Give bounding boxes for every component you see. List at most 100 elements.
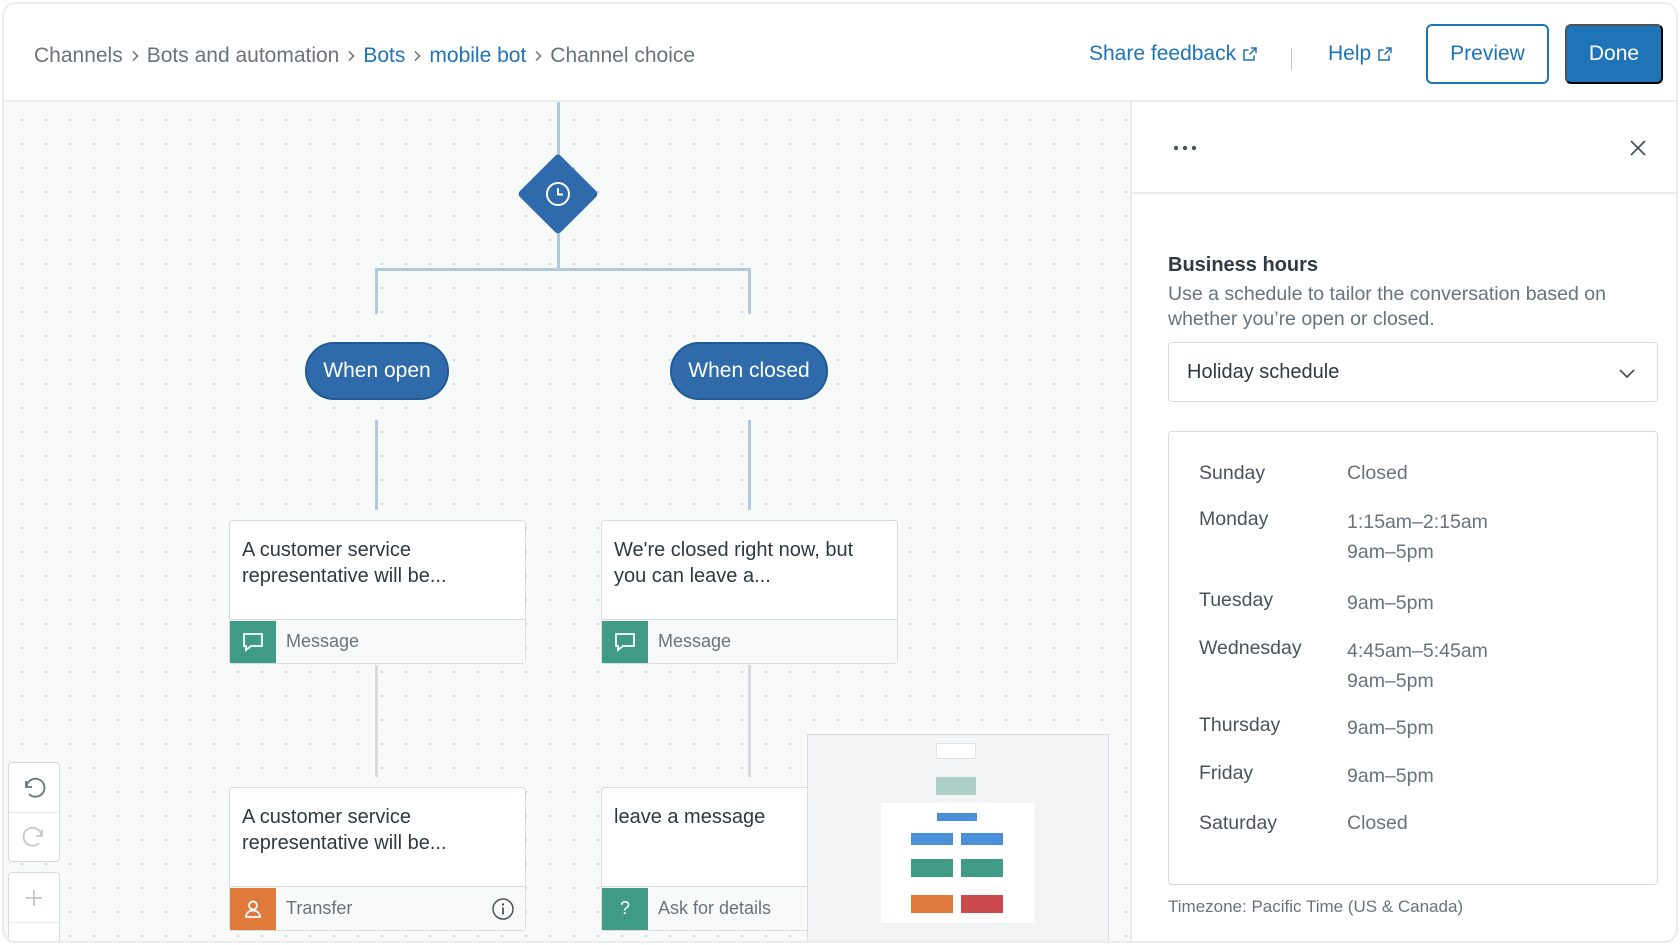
- panel-description: Use a schedule to tailor the conversatio…: [1168, 283, 1606, 330]
- external-link-icon: [1378, 47, 1392, 61]
- schedule-select[interactable]: Holiday schedule: [1168, 342, 1658, 402]
- schedule-times: 9am–5pm: [1347, 765, 1434, 787]
- schedule-day: Tuesday: [1199, 589, 1274, 611]
- schedule-day: Saturday: [1199, 812, 1278, 834]
- node-type-label: Message: [286, 631, 360, 651]
- connector-line: [557, 224, 560, 270]
- node-type-label: Transfer: [286, 898, 353, 918]
- when-closed-branch[interactable]: When closed: [670, 342, 828, 400]
- plus-icon: [26, 889, 42, 906]
- history-toolbar: [8, 762, 60, 862]
- external-link-icon: [1243, 47, 1257, 61]
- node-footer: Message: [602, 619, 897, 663]
- breadcrumb: Channels Bots and automation Bots mobile…: [34, 44, 695, 68]
- done-button[interactable]: Done: [1565, 24, 1663, 84]
- breadcrumb-bots-and-automation[interactable]: Bots and automation: [146, 44, 340, 67]
- person-icon: [230, 887, 276, 930]
- chevron-right-icon: [339, 50, 363, 62]
- connector-line: [375, 268, 378, 314]
- clock-icon: [542, 178, 574, 210]
- preview-button[interactable]: Preview: [1426, 24, 1549, 84]
- minimap-block: [961, 895, 1003, 913]
- connector-line: [748, 420, 751, 510]
- message-icon: [230, 620, 276, 663]
- minimap-block: [911, 895, 953, 913]
- chevron-right-icon: [123, 50, 147, 62]
- schedule-times: 1:15am–2:15am 9am–5pm: [1347, 511, 1488, 563]
- more-options-icon[interactable]: [1170, 138, 1200, 158]
- breadcrumb-mobile-bot[interactable]: mobile bot: [429, 44, 527, 67]
- help-link[interactable]: Help: [1328, 42, 1393, 66]
- zoom-in-button[interactable]: [9, 873, 59, 923]
- message-node-open[interactable]: A customer service representative will b…: [229, 520, 526, 664]
- schedule-row: Thursday 9am–5pm: [1199, 710, 1434, 743]
- schedule-table: Sunday Closed Monday 1:15am–2:15am 9am–5…: [1168, 431, 1658, 885]
- node-text: leave a message: [614, 806, 766, 828]
- schedule-times: 9am–5pm: [1347, 592, 1434, 614]
- schedule-row: Tuesday 9am–5pm: [1199, 585, 1434, 618]
- node-footer: Message: [230, 619, 525, 663]
- node-type-label: Message: [658, 631, 732, 651]
- connector-line: [375, 268, 751, 271]
- schedule-day: Thursday: [1199, 714, 1281, 736]
- minimap-block: [961, 859, 1003, 877]
- share-feedback-link[interactable]: Share feedback: [1089, 42, 1258, 66]
- node-type-label: Ask for details: [658, 898, 772, 918]
- connector-line: [375, 420, 378, 510]
- minimap-block: [937, 813, 977, 821]
- connector-line: [375, 665, 378, 777]
- schedule-times: Closed: [1347, 812, 1408, 834]
- connector-line: [748, 268, 751, 314]
- connector-line: [557, 102, 560, 166]
- schedule-day: Wednesday: [1199, 637, 1302, 659]
- chevron-right-icon: [526, 50, 550, 62]
- flow-canvas[interactable]: When open When closed A customer service…: [4, 102, 1130, 941]
- transfer-node[interactable]: A customer service representative will b…: [229, 787, 526, 931]
- schedule-select-value: Holiday schedule: [1187, 360, 1340, 383]
- minimap[interactable]: [807, 734, 1109, 941]
- redo-button[interactable]: [9, 812, 59, 861]
- schedule-times: 4:45am–5:45am 9am–5pm: [1347, 640, 1488, 692]
- breadcrumb-channels[interactable]: Channels: [34, 44, 123, 67]
- schedule-row: Sunday Closed: [1199, 458, 1408, 488]
- schedule-row: Saturday Closed: [1199, 808, 1408, 838]
- schedule-day: Monday: [1199, 508, 1269, 530]
- undo-button[interactable]: [9, 763, 59, 812]
- header-divider: [1291, 48, 1292, 70]
- schedule-day: Friday: [1199, 762, 1254, 784]
- schedule-row: Wednesday 4:45am–5:45am 9am–5pm: [1199, 633, 1488, 696]
- node-text: A customer service representative will b…: [242, 806, 447, 854]
- minimap-block: [911, 859, 953, 877]
- minimap-viewport[interactable]: [881, 803, 1035, 923]
- node-text: We're closed right now, but you can leav…: [614, 539, 854, 587]
- node-footer: Transfer: [230, 886, 525, 930]
- schedule-row: Friday 9am–5pm: [1199, 758, 1434, 791]
- top-header: Channels Bots and automation Bots mobile…: [4, 4, 1676, 102]
- share-feedback-label: Share feedback: [1089, 42, 1237, 65]
- question-icon: ?: [602, 887, 648, 930]
- undo-icon: [25, 777, 46, 798]
- schedule-times: 9am–5pm: [1347, 717, 1434, 739]
- breadcrumb-bots[interactable]: Bots: [363, 44, 406, 67]
- help-label: Help: [1328, 42, 1372, 65]
- minimap-block: [961, 833, 1003, 845]
- schedule-row: Monday 1:15am–2:15am 9am–5pm: [1199, 504, 1488, 567]
- when-open-branch[interactable]: When open: [305, 342, 449, 400]
- message-node-closed[interactable]: We're closed right now, but you can leav…: [601, 520, 898, 664]
- node-text: A customer service representative will b…: [242, 539, 447, 587]
- close-icon[interactable]: [1626, 136, 1650, 160]
- breadcrumb-channel-choice: Channel choice: [550, 44, 696, 67]
- timezone-label: Timezone: Pacific Time (US & Canada): [1168, 897, 1464, 916]
- redo-icon: [22, 826, 43, 847]
- minimap-block: [911, 833, 953, 845]
- schedule-times: Closed: [1347, 462, 1408, 484]
- chevron-down-icon: [1619, 369, 1635, 379]
- minimap-block: [936, 777, 976, 795]
- schedule-day: Sunday: [1199, 462, 1266, 484]
- zoom-toolbar: [8, 872, 60, 941]
- info-icon[interactable]: [491, 897, 515, 921]
- message-icon: [602, 620, 648, 663]
- connector-line: [748, 665, 751, 777]
- panel-title: Business hours: [1168, 254, 1319, 276]
